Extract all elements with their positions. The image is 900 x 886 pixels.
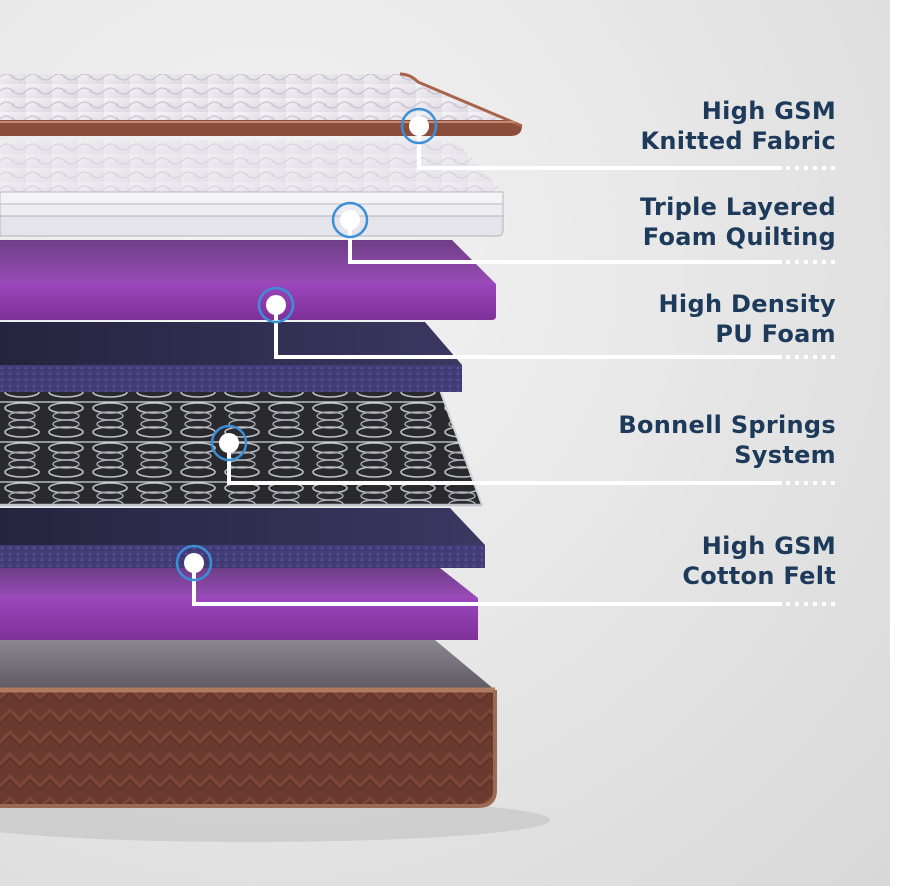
bottom-cotton-felt	[0, 508, 485, 568]
label-bonnell-springs-line1: Bonnell Springs	[618, 411, 836, 439]
label-cotton-felt-line1: High GSM	[701, 532, 836, 560]
label-cotton-felt-line2: Cotton Felt	[682, 562, 836, 590]
label-knitted-fabric-line2: Knitted Fabric	[640, 127, 836, 155]
connector-pu-foam	[257, 286, 838, 359]
label-pu-foam: High Density PU Foam	[659, 289, 836, 349]
label-foam-quilting: Triple Layered Foam Quilting	[640, 192, 836, 252]
label-knitted-fabric: High GSM Knitted Fabric	[640, 96, 836, 156]
label-foam-quilting-line1: Triple Layered	[639, 193, 836, 221]
connector-knitted-fabric	[400, 107, 838, 170]
connector-cotton-felt	[175, 544, 838, 606]
foam-quilting	[0, 140, 504, 237]
label-knitted-fabric-line1: High GSM	[701, 97, 836, 125]
top-pu-foam	[0, 240, 496, 320]
floor-shadow	[0, 798, 550, 842]
label-bonnell-springs: Bonnell Springs System	[618, 410, 836, 470]
label-pu-foam-line1: High Density	[658, 290, 836, 318]
upper-cotton-felt	[0, 322, 462, 392]
label-pu-foam-line2: PU Foam	[715, 320, 836, 348]
knitted-fabric	[0, 72, 523, 136]
label-bonnell-springs-line2: System	[734, 441, 836, 469]
connector-foam-quilting	[331, 201, 838, 264]
label-cotton-felt: High GSM Cotton Felt	[682, 531, 836, 591]
connector-bonnell-springs	[210, 424, 838, 485]
label-foam-quilting-line2: Foam Quilting	[642, 223, 836, 251]
bonnell-springs	[0, 389, 483, 507]
bottom-pu-foam	[0, 568, 478, 640]
mattress-base	[0, 640, 497, 808]
